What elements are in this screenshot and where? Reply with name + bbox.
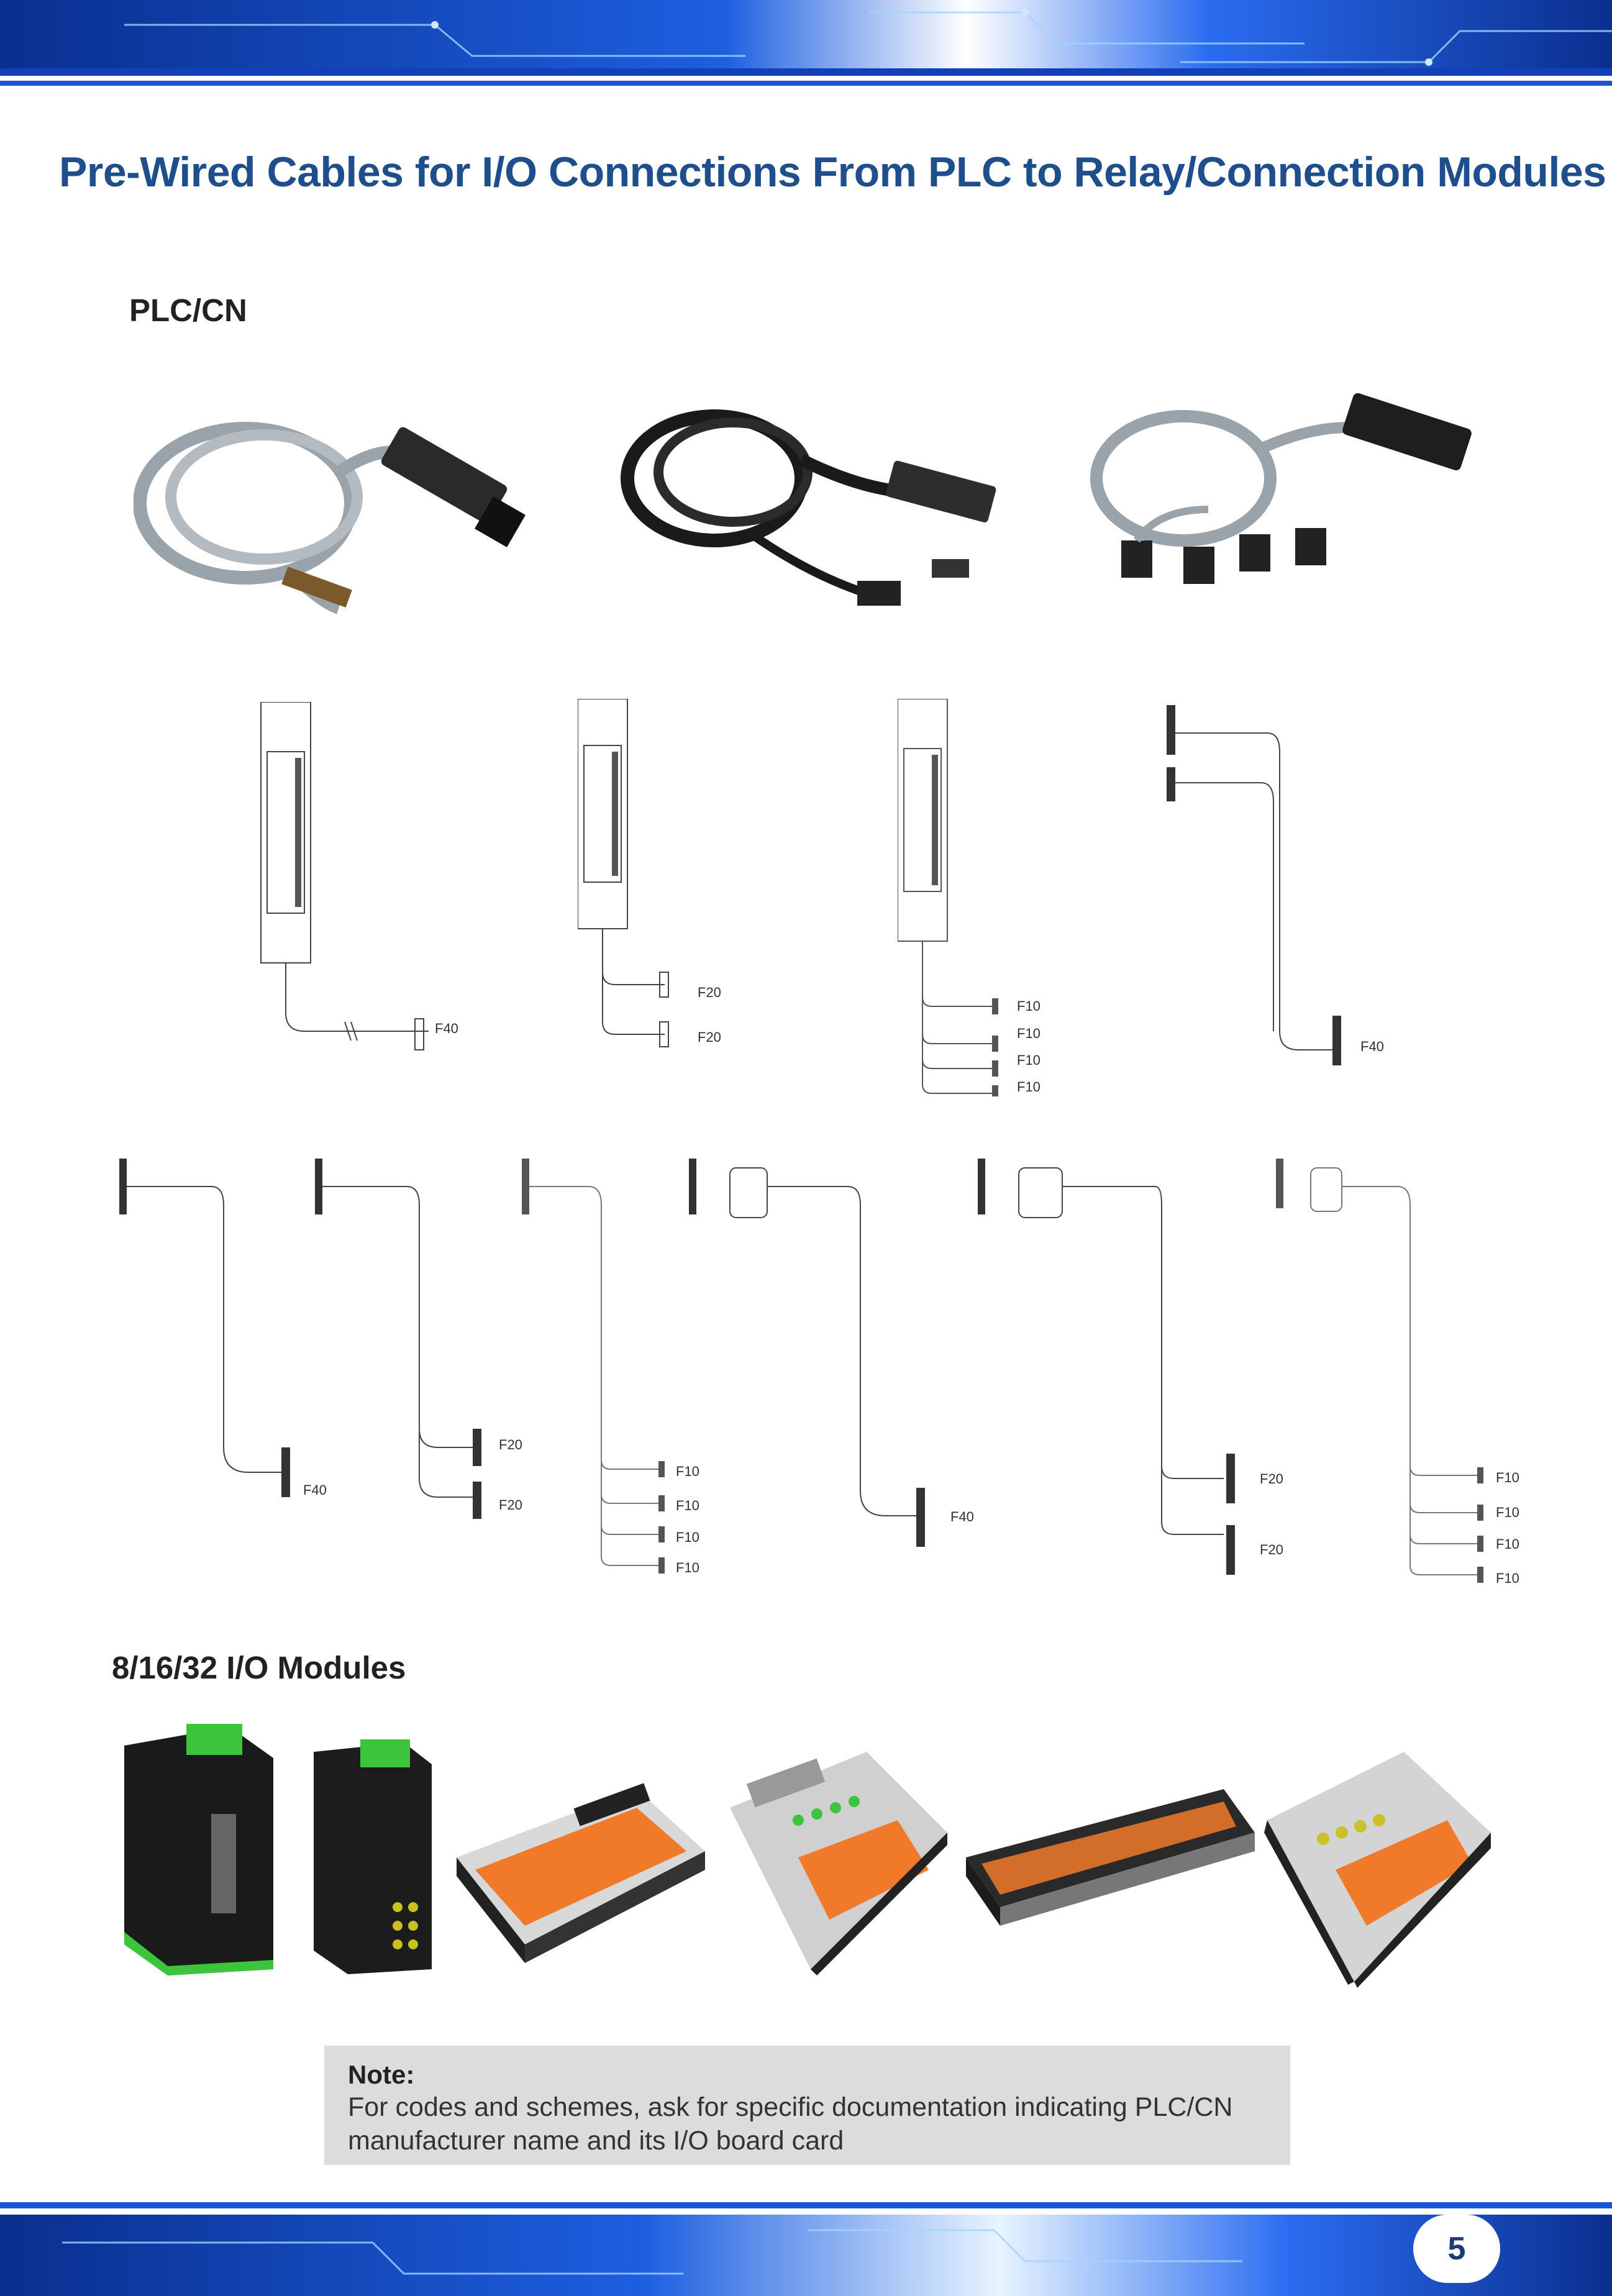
label-f20: F20 <box>698 985 721 1000</box>
terminal-block-photo-2 <box>730 1752 947 1975</box>
modules-heading: 8/16/32 I/O Modules <box>112 1650 406 1685</box>
label-f40: F40 <box>435 1021 458 1036</box>
diagram-row2-6 <box>1276 1159 1483 1583</box>
terminal-block-photo-1 <box>457 1783 705 1963</box>
label-f20: F20 <box>698 1029 721 1045</box>
diagram-row2-3 <box>522 1159 665 1574</box>
label-f20: F20 <box>1260 1471 1283 1487</box>
bottom-banner <box>0 2202 1612 2296</box>
label-f10: F10 <box>1496 1505 1519 1520</box>
label-f10: F10 <box>676 1498 699 1513</box>
label-f40: F40 <box>303 1482 327 1498</box>
diagram-row2-4 <box>689 1159 925 1547</box>
note-title: Note: <box>348 2060 415 2089</box>
label-f10: F10 <box>676 1560 699 1575</box>
diagram-row1-4 <box>1167 705 1341 1065</box>
note-box <box>324 2046 1290 2165</box>
label-f20: F20 <box>499 1497 522 1513</box>
top-banner <box>0 0 1612 86</box>
grey-cable-photo <box>134 422 526 614</box>
diagram-row2-5 <box>978 1159 1235 1575</box>
label-f10: F10 <box>676 1464 699 1479</box>
label-f10: F10 <box>676 1529 699 1545</box>
diagram-row2-1 <box>119 1159 290 1497</box>
diagram-row2-2 <box>315 1159 481 1519</box>
split-cable-photo <box>1090 393 1472 584</box>
label-f20: F20 <box>499 1437 522 1452</box>
terminal-block-photo-3 <box>1264 1752 1491 1988</box>
label-f10: F10 <box>1017 1026 1041 1041</box>
diagram-row1-2 <box>578 699 669 1047</box>
cables-heading: PLC/CN <box>129 293 247 328</box>
label-f10: F10 <box>1496 1470 1519 1485</box>
diagram-row1-3 <box>898 699 998 1096</box>
label-f10: F10 <box>1496 1536 1519 1552</box>
label-f10: F10 <box>1017 998 1041 1014</box>
label-f10: F10 <box>1017 1052 1041 1068</box>
page-number: 5 <box>1413 2215 1500 2283</box>
din-module-photo-2 <box>314 1739 432 1974</box>
black-cable-photo <box>621 409 996 606</box>
diagram-row1-1 <box>260 702 429 1050</box>
relay-module-photo <box>966 1789 1255 1926</box>
label-f20: F20 <box>1260 1542 1283 1557</box>
din-module-photo-1 <box>124 1724 273 1975</box>
label-f40: F40 <box>1360 1039 1384 1054</box>
note-text: For codes and schemes, ask for specific … <box>348 2092 1233 2156</box>
label-f10: F10 <box>1496 1570 1519 1586</box>
page-title: Pre-Wired Cables for I/O Connections Fro… <box>59 148 1606 196</box>
label-f10: F10 <box>1017 1079 1041 1095</box>
label-f40: F40 <box>950 1509 974 1524</box>
